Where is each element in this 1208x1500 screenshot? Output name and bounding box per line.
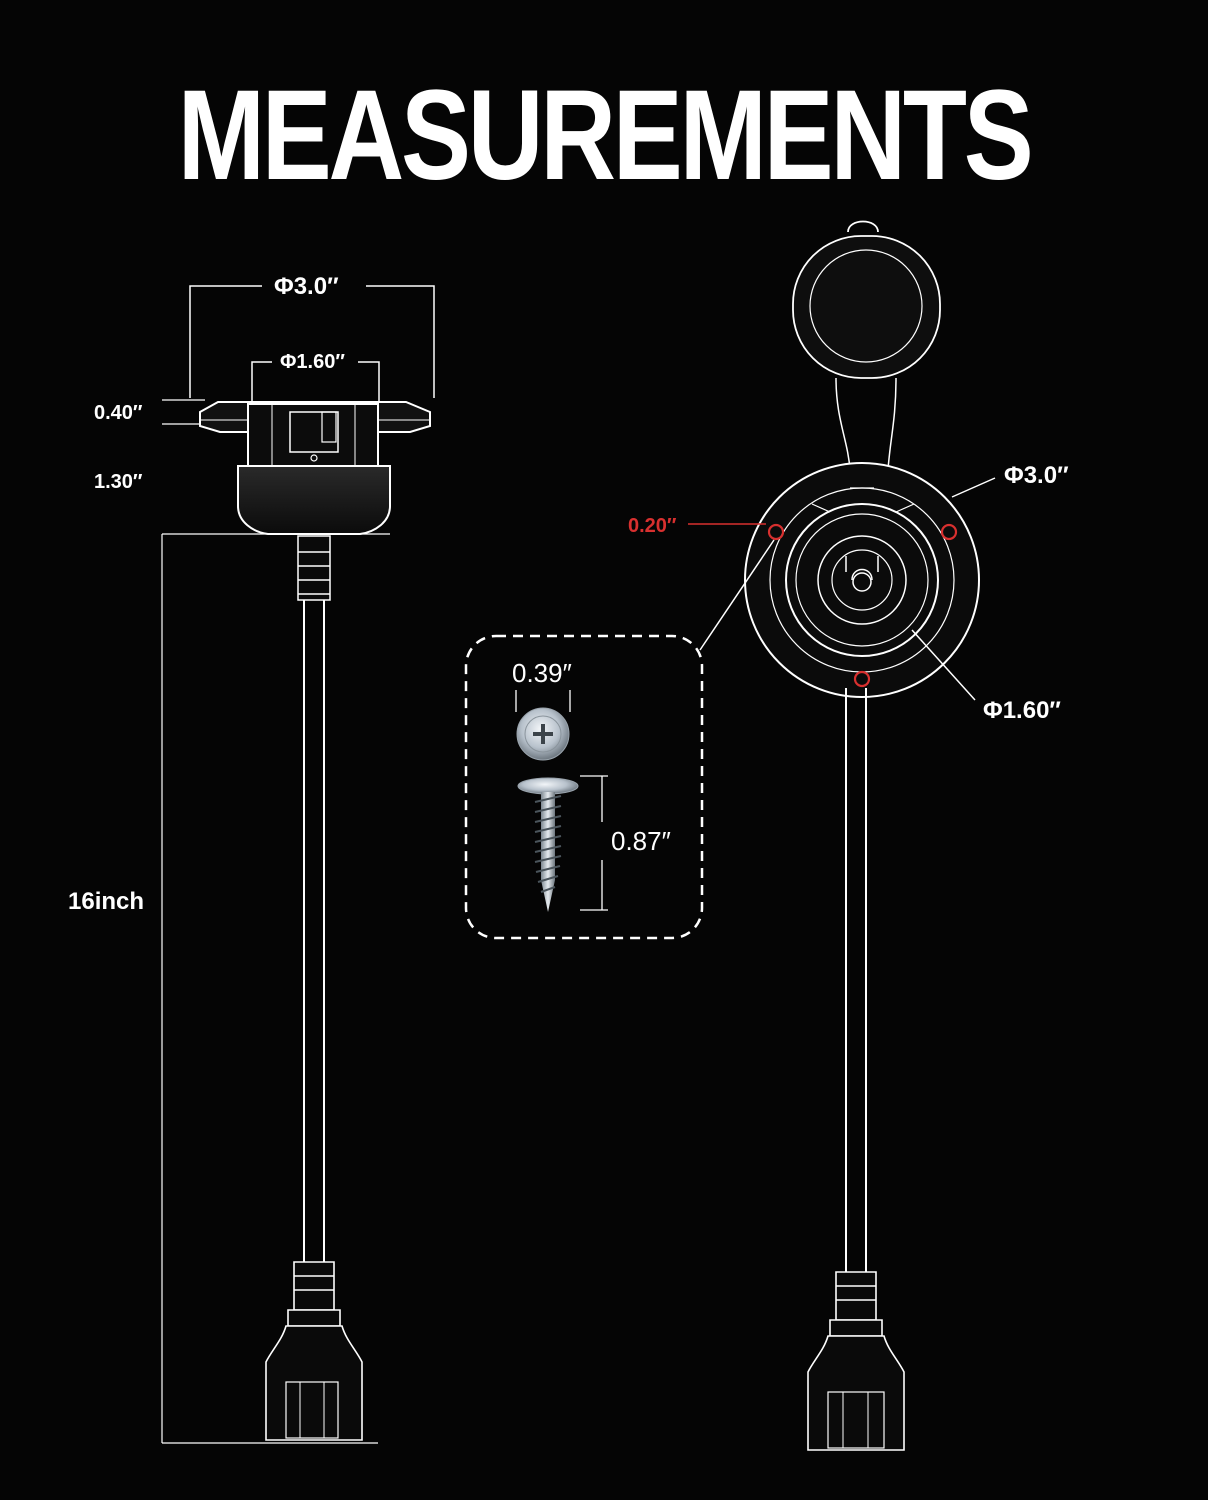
weather-cap xyxy=(792,220,941,471)
front-plug-end xyxy=(807,1271,905,1451)
page-title: MEASUREMENTS xyxy=(177,64,1034,207)
mounting-hole xyxy=(940,523,958,541)
screw-head-width-label: 0.39″ xyxy=(512,658,572,688)
cable-length-label: 16inch xyxy=(68,888,145,915)
strain-relief xyxy=(297,535,331,601)
height-dimension-lines xyxy=(161,399,390,1444)
side-view xyxy=(161,285,435,1444)
body-height-label: 1.30″ xyxy=(94,471,143,493)
cable xyxy=(303,600,325,1262)
hole-diameter-label: 0.20″ xyxy=(628,515,677,537)
front-outer-diameter-label: Φ3.0″ xyxy=(1004,462,1069,489)
mounting-holes xyxy=(767,523,958,688)
front-flange xyxy=(744,462,980,698)
flange-height-label: 0.40″ xyxy=(94,402,143,424)
screw-inset xyxy=(464,634,704,940)
mounting-hole xyxy=(767,523,785,541)
front-cable xyxy=(845,688,867,1272)
inlet-body xyxy=(237,465,391,535)
outer-diameter-dimension-line xyxy=(189,285,435,398)
front-view xyxy=(688,220,996,1451)
screw-length-label: 0.87″ xyxy=(611,826,671,856)
inset-frame xyxy=(464,634,704,940)
screw-head xyxy=(516,707,570,761)
side-inner-diameter-label: Φ1.60″ xyxy=(280,351,345,373)
inner-diameter-dimension-line xyxy=(251,361,380,410)
mounting-hole xyxy=(853,670,871,688)
leader-lines xyxy=(688,477,996,701)
screw-body xyxy=(517,777,579,912)
side-outer-diameter-label: Φ3.0″ xyxy=(274,273,339,300)
socket-housing xyxy=(247,403,379,467)
plug-end xyxy=(265,1261,363,1441)
front-inner-diameter-label: Φ1.60″ xyxy=(983,697,1061,724)
